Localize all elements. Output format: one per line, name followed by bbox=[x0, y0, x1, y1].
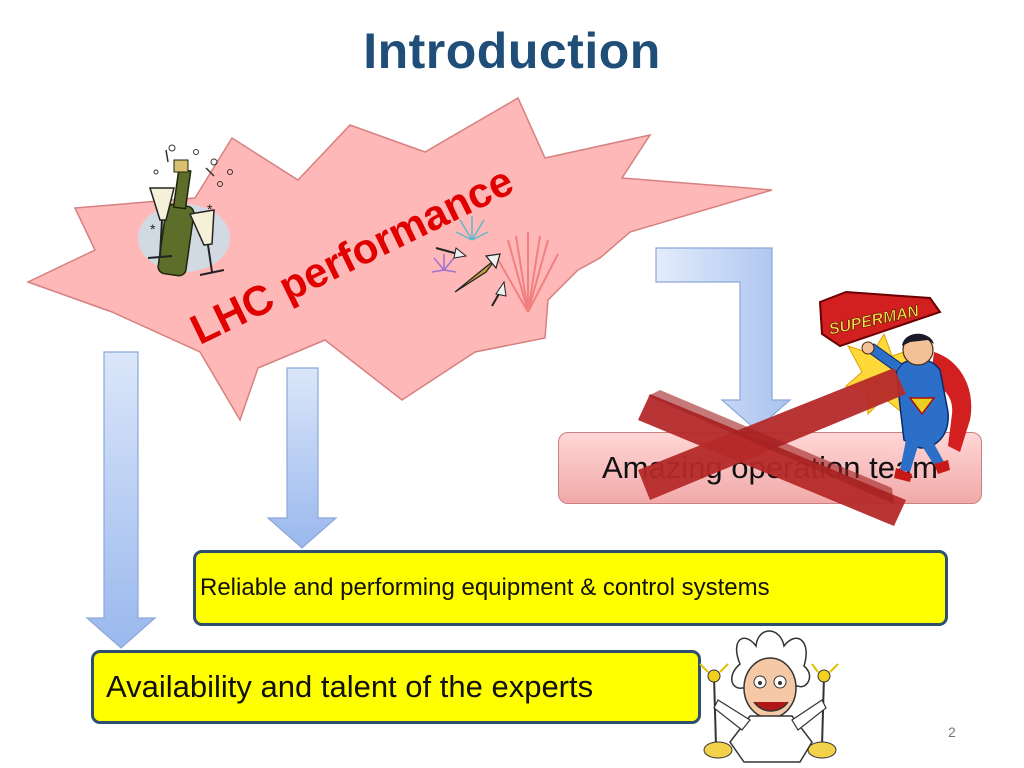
arrow-down-equipment bbox=[266, 367, 338, 549]
fireworks-clipart bbox=[431, 216, 559, 313]
operation-team-label: Amazing operation team bbox=[601, 450, 939, 485]
operation-team-box: Amazing operation team bbox=[558, 432, 982, 504]
arrow-bent-operation bbox=[655, 247, 792, 431]
champagne-clipart: * * bbox=[138, 144, 233, 277]
experts-box: Availability and talent of the experts bbox=[91, 650, 701, 724]
page-title: Introduction bbox=[363, 23, 661, 79]
explosion-burst bbox=[26, 96, 773, 422]
arrow-down-experts bbox=[85, 351, 157, 649]
equipment-label: Reliable and performing equipment & cont… bbox=[200, 574, 770, 601]
svg-text:*: * bbox=[207, 201, 213, 217]
svg-text:*: * bbox=[150, 221, 156, 237]
experts-label: Availability and talent of the experts bbox=[106, 669, 594, 704]
page-number: 2 bbox=[948, 724, 956, 740]
equipment-box: Reliable and performing equipment & cont… bbox=[193, 550, 948, 626]
